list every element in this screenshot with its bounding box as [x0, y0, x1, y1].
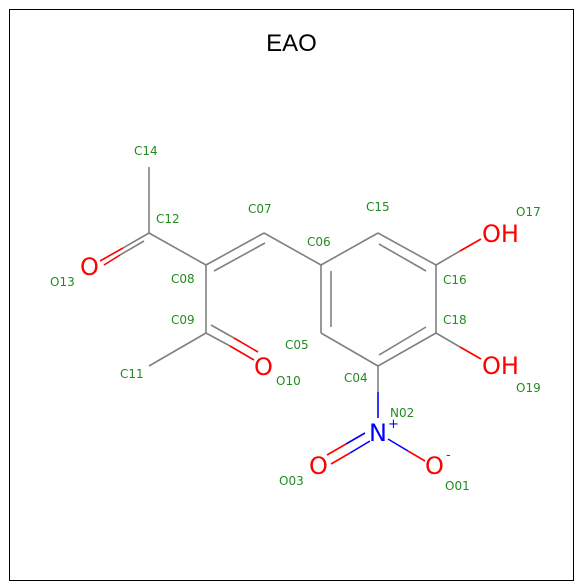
bond-c12-o13-a [122, 232, 150, 249]
diagram-frame [9, 9, 574, 581]
label-c11: C11 [120, 367, 144, 381]
bond-c08-c07-a [205, 232, 265, 266]
label-c06: C06 [307, 235, 331, 249]
label-c15: C15 [366, 200, 390, 214]
label-o10: O10 [276, 374, 301, 388]
label-c04: C04 [344, 371, 368, 385]
bond-c06-c15 [320, 232, 379, 266]
bond-c18-c04-inner [378, 326, 427, 356]
bond-c09-o10-b [229, 345, 255, 361]
label-o17: O17 [516, 205, 541, 219]
bond-c07-c06 [263, 232, 322, 266]
molecule-title: EAO [266, 30, 317, 57]
oxygen-o10-symbol: O [254, 353, 273, 381]
bond-c12-o13-d [103, 254, 121, 266]
bond-c16-o17-a [435, 250, 461, 266]
label-c14: C14 [134, 144, 158, 158]
bond-c12-c08 [148, 232, 207, 266]
oxygen-o01-charge: - [446, 448, 451, 463]
label-c12: C12 [156, 212, 180, 226]
oxygen-o03-symbol: O [309, 452, 328, 480]
bond-n02-o01-a [387, 438, 409, 452]
label-o19: O19 [516, 381, 541, 395]
bond-c15-c16 [377, 232, 437, 266]
bond-c15-c16-inner [378, 243, 427, 272]
nitrogen-n02-charge: + [388, 417, 399, 432]
bond-c09-o10-a [205, 332, 231, 347]
label-c18: C18 [443, 313, 467, 327]
label-c08: C08 [171, 272, 195, 286]
label-c09: C09 [171, 313, 195, 327]
bond-c12-o13-c [119, 240, 145, 256]
hydroxyl-o17-symbol: OH [482, 220, 519, 248]
bond-c16-o17-b [459, 238, 482, 252]
bond-n02-o03-b [330, 452, 351, 465]
bond-n02-o03-a [349, 440, 371, 454]
bond-c18-o19-a [435, 332, 461, 348]
nitrogen-n02-symbol: N [369, 419, 387, 447]
bond-c04-c05 [320, 332, 379, 367]
label-o13: O13 [50, 275, 75, 289]
bond-c09-o10-c [210, 324, 235, 339]
bond-c18-o19-b [459, 346, 482, 360]
bond-n02-o01-b [407, 450, 426, 462]
label-o01: O01 [445, 479, 470, 493]
bond-c12-o13-b [99, 247, 124, 262]
bond-c08-c07-b [213, 242, 266, 272]
label-o03: O03 [279, 474, 304, 488]
bond-n02-o03-d [326, 443, 347, 456]
label-c16: C16 [443, 273, 467, 287]
hydroxyl-o19-symbol: OH [482, 352, 519, 380]
label-n02: N02 [390, 406, 414, 420]
oxygen-o01-symbol: O [425, 452, 444, 480]
label-c05: C05 [285, 338, 309, 352]
bond-n02-o03-c [345, 432, 366, 445]
bond-c09-c11 [148, 332, 207, 367]
bond-c18-c04 [377, 332, 437, 367]
label-c07: C07 [248, 202, 272, 216]
oxygen-o13-symbol: O [80, 253, 99, 281]
bond-lines [99, 167, 482, 465]
bond-c09-o10-d [233, 337, 259, 353]
